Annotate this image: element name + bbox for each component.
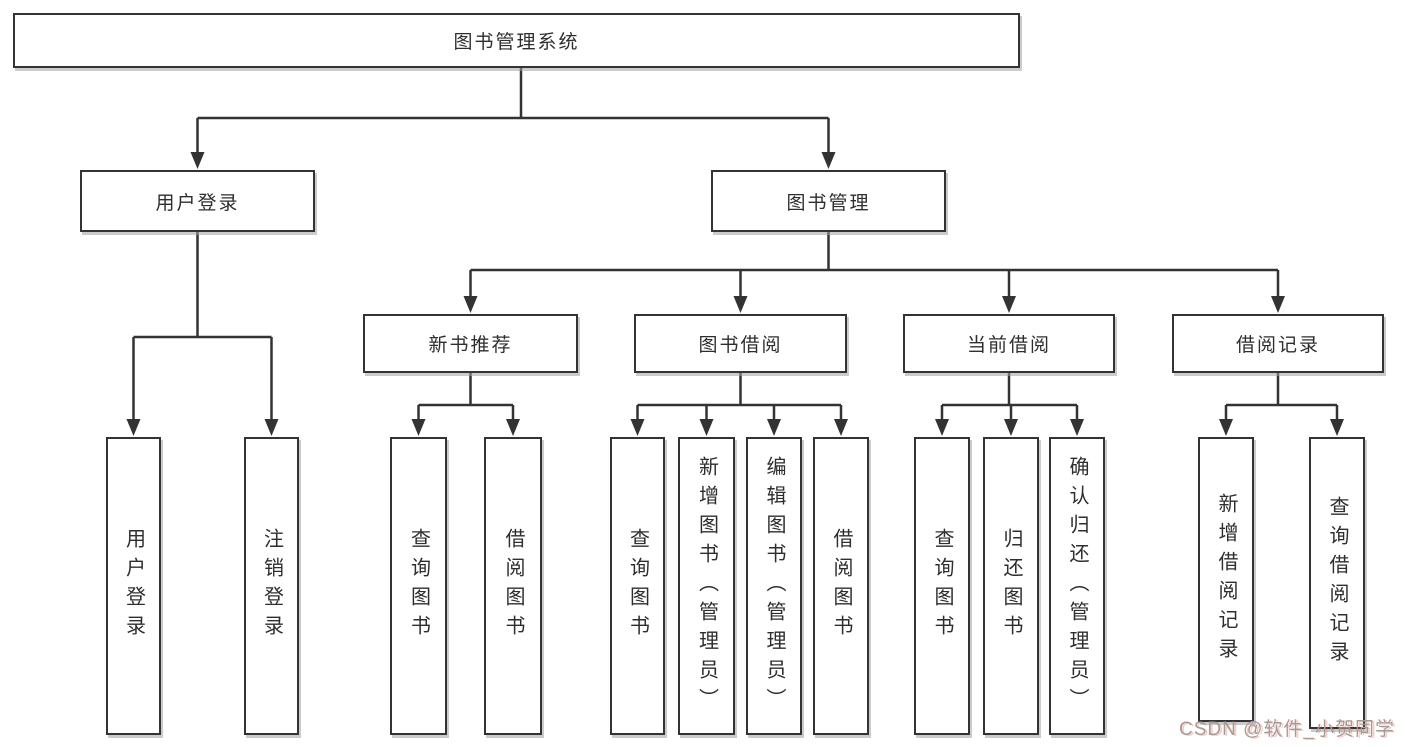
leaf-label: 新增图书（管理员） xyxy=(695,455,718,717)
leaf-edit-books-admin: 编辑图书（管理员） xyxy=(746,437,802,735)
leaf-query-books-borrowing: 查询图书 xyxy=(610,437,665,735)
node-book-borrowing: 图书借阅 xyxy=(634,314,847,373)
leaf-borrow-books-recommend: 借阅图书 xyxy=(484,437,542,735)
leaf-label: 编辑图书（管理员） xyxy=(763,455,785,717)
leaf-label: 借阅图书 xyxy=(502,528,524,644)
leaf-add-books-admin: 新增图书（管理员） xyxy=(678,437,735,735)
node-label: 用户登录 xyxy=(155,192,240,214)
leaf-query-borrow-record: 查询借阅记录 xyxy=(1309,437,1365,729)
leaf-logout: 注销登录 xyxy=(244,437,299,735)
node-label: 新书推荐 xyxy=(428,335,513,356)
leaf-label: 新增借阅记录 xyxy=(1215,492,1237,667)
leaf-label: 查询图书 xyxy=(931,528,953,644)
leaf-label: 确认归还（管理员） xyxy=(1066,455,1088,717)
node-book-management-branch: 图书管理 xyxy=(711,170,946,232)
leaf-return-books: 归还图书 xyxy=(983,437,1039,735)
leaf-add-borrow-record: 新增借阅记录 xyxy=(1198,437,1254,722)
node-label: 图书借阅 xyxy=(698,335,783,356)
node-borrowing-records: 借阅记录 xyxy=(1172,314,1384,373)
leaf-query-books-current: 查询图书 xyxy=(914,437,970,735)
leaf-borrow-books: 借阅图书 xyxy=(813,437,869,735)
node-root-label: 图书管理系统 xyxy=(453,32,580,53)
node-current-borrowing: 当前借阅 xyxy=(903,314,1115,373)
leaf-query-books-recommend: 查询图书 xyxy=(390,437,447,735)
watermark: CSDN @软件_小贺同学 xyxy=(1179,719,1395,740)
leaf-user-login: 用户登录 xyxy=(106,437,161,735)
leaf-label: 归还图书 xyxy=(1000,528,1022,644)
node-root: 图书管理系统 xyxy=(13,13,1020,68)
leaf-label: 查询借阅记录 xyxy=(1326,496,1348,670)
leaf-label: 查询图书 xyxy=(626,528,649,644)
node-new-book-recommend: 新书推荐 xyxy=(363,314,578,373)
node-label: 图书管理 xyxy=(786,192,871,214)
node-label: 当前借阅 xyxy=(966,335,1051,356)
node-label: 借阅记录 xyxy=(1235,335,1320,356)
leaf-confirm-return-admin: 确认归还（管理员） xyxy=(1049,437,1105,735)
leaf-label: 查询图书 xyxy=(407,528,430,644)
leaf-label: 用户登录 xyxy=(122,528,145,644)
node-user-login-branch: 用户登录 xyxy=(80,170,315,232)
leaf-label: 借阅图书 xyxy=(830,528,852,644)
leaf-label: 注销登录 xyxy=(260,528,283,644)
